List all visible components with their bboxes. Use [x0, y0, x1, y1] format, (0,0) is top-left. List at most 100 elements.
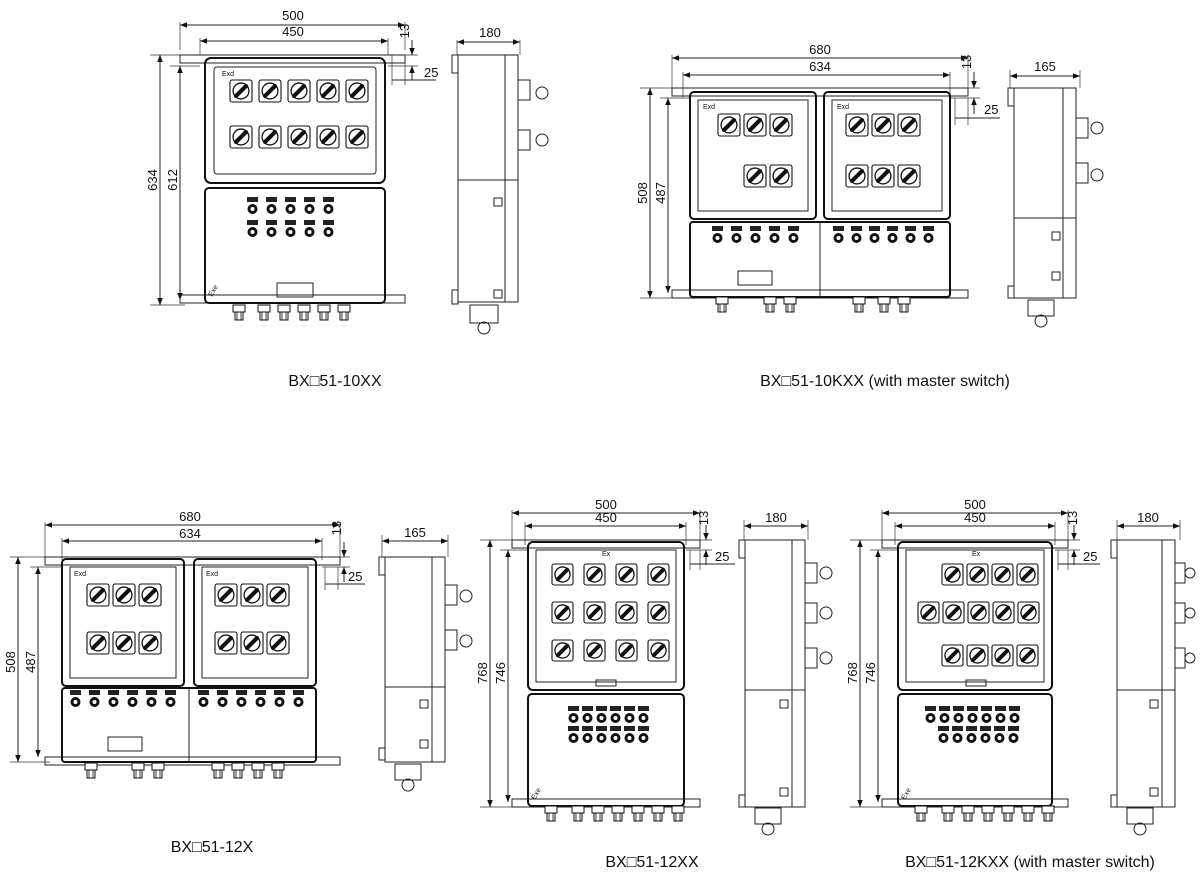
front-view: Exd Exd	[44, 556, 341, 779]
terminal-block-icon	[255, 690, 266, 707]
terminal-block-icon	[953, 706, 964, 723]
ex-mark: Ex	[972, 551, 981, 558]
terminal-array	[247, 197, 334, 237]
rotary-switch-icon	[615, 639, 638, 662]
rotary-switch-icon	[214, 583, 238, 607]
cable-gland-row	[84, 762, 285, 779]
rotary-switch-icon	[258, 125, 282, 149]
cable-gland-icon	[941, 805, 955, 822]
terminal-block-icon	[638, 726, 649, 743]
terminal-block-icon	[266, 197, 277, 214]
front-view: Exd Exe	[179, 54, 406, 321]
rotary-switch-icon	[897, 113, 921, 137]
cable-gland-icon	[1041, 805, 1055, 822]
rotary-switch-icon	[316, 79, 340, 103]
rotary-switch-icon	[966, 563, 989, 586]
terminal-block-icon	[568, 706, 579, 723]
cable-gland-icon	[231, 762, 245, 779]
terminal-block-icon	[750, 226, 761, 243]
exd-mark: Exd	[222, 71, 234, 78]
terminal-block-icon	[712, 226, 723, 243]
cable-gland-icon	[671, 805, 685, 822]
cable-gland-icon	[591, 805, 605, 822]
dim-height: 508	[3, 651, 18, 673]
rotary-switch-icon	[615, 601, 638, 624]
rotary-switch-icon	[266, 631, 290, 655]
caption: BX□51-10XX	[288, 373, 382, 390]
dim-depth: 165	[404, 525, 426, 540]
terminal-block-icon	[247, 220, 258, 237]
dim-side-offset: 25	[984, 102, 998, 117]
dimension-lines	[10, 522, 365, 763]
dim-side-offset: 25	[424, 65, 438, 80]
cable-gland-icon	[251, 762, 265, 779]
cable-gland-row	[715, 296, 911, 313]
rotary-switch-icon	[583, 601, 606, 624]
rotary-switch-icon	[1016, 644, 1039, 667]
cable-gland-icon	[897, 296, 911, 313]
rotary-switch-icon	[769, 113, 793, 137]
cable-gland-icon	[877, 296, 891, 313]
dim-inner-width: 634	[179, 526, 201, 541]
dim-side-offset: 25	[1083, 549, 1097, 564]
cable-gland-icon	[961, 805, 975, 822]
terminal-block-icon	[247, 197, 258, 214]
terminal-array	[712, 226, 934, 243]
terminal-array	[568, 706, 649, 743]
terminal-block-icon	[1008, 726, 1019, 743]
dim-inner-width: 634	[809, 59, 831, 74]
rotary-switch-icon	[551, 639, 574, 662]
dim-inner-height: 487	[23, 651, 38, 673]
cable-gland-icon	[257, 304, 271, 321]
dim-width: 500	[282, 8, 304, 23]
switch-array	[551, 563, 670, 662]
dim-height: 768	[475, 662, 490, 684]
rotary-switch-icon	[287, 79, 311, 103]
terminal-block-icon	[925, 706, 936, 723]
terminal-block-icon	[146, 690, 157, 707]
side-view: 165	[1007, 59, 1104, 328]
terminal-block-icon	[266, 220, 277, 237]
terminal-block-icon	[923, 226, 934, 243]
dim-top-offset: 13	[1065, 511, 1080, 525]
dim-width: 680	[179, 509, 201, 524]
terminal-block-icon	[966, 726, 977, 743]
cable-gland-icon	[1021, 805, 1035, 822]
terminal-block-icon	[582, 726, 593, 743]
dim-inner-width: 450	[282, 24, 304, 39]
drawing-bx51-10kxx: 680 634 508 487 13 25 Exd Exd 165	[635, 42, 1104, 390]
cable-gland-icon	[297, 304, 311, 321]
side-view: 180	[738, 510, 833, 836]
rotary-switch-icon	[583, 639, 606, 662]
dim-width: 680	[809, 42, 831, 57]
dim-width: 500	[964, 497, 986, 512]
terminal-block-icon	[1009, 706, 1020, 723]
rotary-switch-icon	[647, 601, 670, 624]
cable-gland-icon	[852, 296, 866, 313]
cable-gland-icon	[151, 762, 165, 779]
terminal-block-icon	[731, 226, 742, 243]
dim-depth: 165	[1034, 59, 1056, 74]
side-view: 180	[451, 25, 549, 335]
cable-gland-icon	[631, 805, 645, 822]
rotary-switch-icon	[615, 563, 638, 586]
dim-inner-width: 450	[595, 510, 617, 525]
rotary-switch-icon	[86, 631, 110, 655]
rotary-switch-icon	[941, 644, 964, 667]
terminal-block-icon	[938, 726, 949, 743]
cable-gland-icon	[271, 762, 285, 779]
side-view: 165	[378, 525, 473, 792]
rotary-switch-icon	[743, 164, 767, 188]
cable-gland-icon	[651, 805, 665, 822]
rotary-switch-icon	[551, 563, 574, 586]
switch-array	[917, 563, 1040, 667]
cable-gland-icon	[131, 762, 145, 779]
terminal-block-icon	[127, 690, 138, 707]
rotary-switch-icon	[647, 563, 670, 586]
rotary-switch-icon	[138, 583, 162, 607]
rotary-switch-icon	[717, 113, 741, 137]
caption: BX□51-12X	[171, 839, 254, 856]
cable-gland-icon	[1001, 805, 1015, 822]
rotary-switch-icon	[845, 113, 869, 137]
